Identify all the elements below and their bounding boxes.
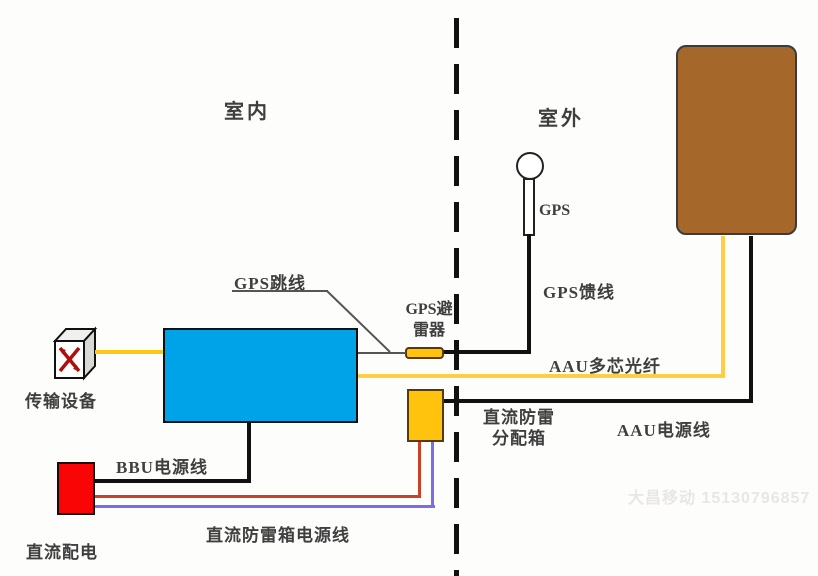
gps-feeder-line-vertical: [527, 234, 531, 354]
dc-spd-box-label-line2: 分配箱: [492, 429, 546, 448]
gps-feeder-label: GPS馈线: [543, 283, 616, 302]
gps-arrester-label: GPS避 雷器: [394, 299, 464, 341]
dc-power-distribution-label: 直流配电: [26, 543, 98, 562]
bbu-unit-box: [163, 328, 358, 423]
aau-fiber-label: AAU多芯光纤: [549, 357, 661, 376]
dc-power-distribution-box: [57, 462, 95, 515]
gps-feeder-line-horizontal: [443, 350, 531, 354]
bbu-power-line-vertical: [247, 423, 251, 483]
transmission-to-bbu-fiber-line: [95, 350, 163, 354]
spd-power-purple-line-vertical: [431, 442, 434, 508]
indoor-region-label: 室内: [224, 101, 270, 123]
spd-power-purple-line-horizontal: [95, 505, 435, 508]
dc-spd-box-label-line1: 直流防雷: [483, 408, 555, 427]
gps-arrester-box: [405, 347, 444, 359]
gps-jumper-label: GPS跳线: [234, 274, 307, 293]
spd-power-label: 直流防雷箱电源线: [206, 526, 350, 545]
gps-arrester-label-line2: 雷器: [412, 322, 445, 339]
spd-power-red-line-horizontal: [95, 495, 421, 498]
transmission-device-icon: [52, 326, 98, 381]
transmission-device-label: 传输设备: [25, 392, 97, 411]
indoor-outdoor-divider-line: [454, 18, 459, 576]
aau-unit-box: [676, 45, 797, 235]
aau-power-line-horizontal: [444, 399, 753, 403]
outdoor-region-label: 室外: [538, 108, 584, 130]
gps-jumper-leader-underline: [232, 290, 328, 292]
arrowhead-1: [73, 365, 79, 371]
spd-power-red-line-vertical: [418, 442, 421, 498]
bbu-power-label: BBU电源线: [116, 458, 208, 477]
aau-power-line-vertical: [749, 236, 753, 403]
aau-fiber-line-horizontal: [358, 374, 725, 378]
gps-antenna-label: GPS: [539, 202, 571, 219]
leader-line: [326, 290, 391, 353]
gps-antenna-mast: [523, 178, 535, 236]
gps-jumper-leader-diagonal: [326, 290, 391, 353]
arrowhead-2: [60, 348, 66, 354]
dc-spd-box-label: 直流防雷 分配箱: [468, 407, 570, 449]
aau-power-label: AAU电源线: [617, 421, 711, 440]
gps-arrester-label-line1: GPS避: [405, 301, 453, 318]
gps-jumper-line: [358, 352, 406, 354]
bbu-power-line-horizontal: [95, 479, 251, 483]
dc-spd-distribution-box: [407, 389, 444, 442]
gps-antenna-head: [516, 152, 544, 180]
aau-fiber-line-vertical: [721, 236, 725, 378]
watermark-text: 大昌移动 15130796857: [628, 490, 811, 507]
